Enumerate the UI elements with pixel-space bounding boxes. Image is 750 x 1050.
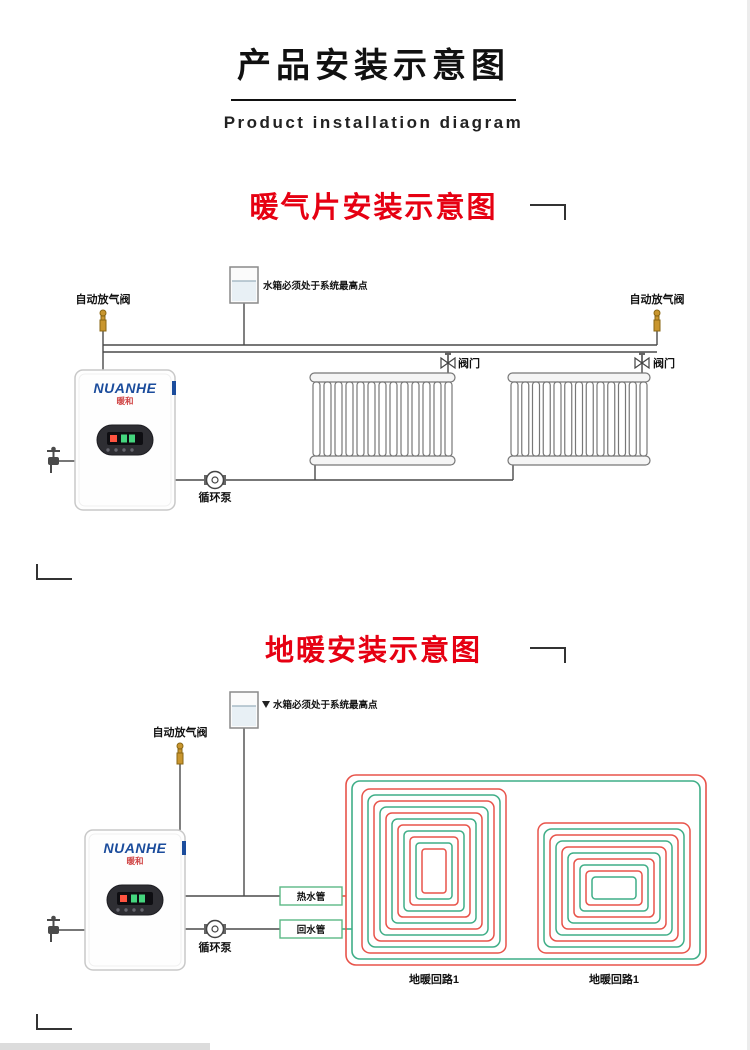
radiator-2-fins [510, 381, 648, 457]
boiler-brand: NUANHE [94, 380, 157, 396]
boiler-unit: NUANHE 暖和 [84, 829, 186, 971]
bracket-bottom-left-1 [36, 564, 72, 580]
valve-icon-1 [440, 352, 456, 370]
auto-vent-valve-left-icon [99, 309, 107, 332]
pump-label: 循环泵 [199, 490, 232, 504]
boiler-side-tab [172, 381, 176, 395]
page-edge-artifact [0, 1043, 210, 1050]
boiler-side-tab [182, 841, 186, 855]
expansion-tank [229, 691, 259, 729]
boiler-control-panel [106, 884, 164, 916]
section-heading-radiator: 暖气片安装示意图 [249, 192, 498, 224]
section-heading-floor: 地暖安装示意图 [264, 635, 482, 667]
boiler-unit: NUANHE 暖和 [74, 369, 176, 511]
page-header: 产品安装示意图 Product installation diagram [0, 38, 747, 133]
faucet-icon [47, 915, 60, 942]
distribution-loops [342, 774, 707, 966]
auto-vent-right-label: 自动放气阀 [630, 292, 685, 306]
floor-coil-1 [361, 788, 507, 954]
bracket-top-right-1 [530, 204, 566, 220]
radiator-2 [507, 372, 651, 466]
loop-1-label: 地暖回路1 [409, 972, 459, 986]
valve-2-label: 阀门 [653, 356, 675, 370]
circulation-pump-icon [204, 470, 226, 490]
expansion-tank [229, 266, 259, 304]
hot-pipe-label-box: 热水管 [279, 886, 343, 906]
auto-vent-valve-right-icon [653, 309, 661, 332]
boiler-brand-sub: 暖和 [116, 396, 133, 406]
page-title: 产品安装示意图 [231, 38, 516, 101]
tank-note-label: 水箱必须处于系统最高点 [263, 280, 368, 292]
tank-note-label: 水箱必须处于系统最高点 [273, 699, 378, 711]
boiler-control-panel [96, 424, 154, 456]
circulation-pump-icon [204, 919, 226, 939]
loop-2-label: 地暖回路1 [589, 972, 639, 986]
auto-vent-valve-icon [176, 742, 184, 765]
supply-loop-outer [345, 774, 707, 966]
radiator-1 [309, 372, 456, 466]
pump-label: 循环泵 [199, 940, 232, 954]
page-subtitle: Product installation diagram [223, 113, 524, 132]
valve-icon-2 [634, 352, 650, 370]
radiator-diagram: 水箱必须处于系统最高点 自动放气阀 自动放气阀 阀门 [47, 266, 685, 511]
auto-vent-left-label: 自动放气阀 [76, 292, 131, 306]
bracket-bottom-left-2 [36, 1014, 72, 1030]
hot-pipe-label: 热水管 [297, 891, 326, 903]
return-pipe-label: 回水管 [297, 924, 326, 936]
tank-note-marker [262, 701, 270, 708]
boiler-brand-sub: 暖和 [126, 856, 143, 866]
floor-coil-2 [537, 822, 691, 954]
floor-piping [58, 728, 280, 931]
floor-heating-diagram: 地暖回路1 地暖回路1 水箱必须处于系统最高点 自动放气阀 热水管 回水管 [47, 691, 707, 986]
boiler-brand: NUANHE [104, 840, 167, 856]
radiator-1-fins [312, 381, 453, 457]
faucet-icon [47, 446, 60, 473]
return-loop-outer [351, 780, 701, 960]
return-pipe-label-box: 回水管 [279, 919, 343, 939]
bracket-top-right-2 [530, 647, 566, 663]
auto-vent-label: 自动放气阀 [153, 725, 208, 739]
valve-1-label: 阀门 [458, 356, 480, 370]
